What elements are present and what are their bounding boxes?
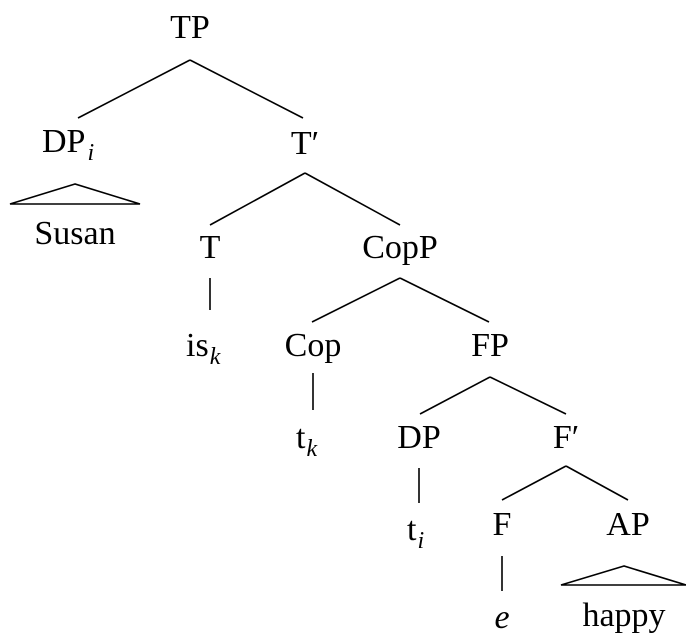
- node-ap: AP: [606, 506, 649, 543]
- edge-tp-dp: [77, 59, 191, 119]
- node-fp: FP: [471, 327, 509, 364]
- edge-fp-dp: [419, 376, 491, 415]
- node-f: F: [493, 506, 512, 543]
- edge-tbar-copp: [304, 172, 401, 226]
- tree-labels: TP DPi Susan T′ T isk CopP Cop tk FP DP …: [34, 9, 665, 635]
- node-happy: happy: [582, 597, 665, 634]
- triangle-susan: [9, 183, 141, 205]
- node-f-bar: F′: [553, 419, 579, 456]
- node-tp: TP: [170, 9, 210, 46]
- edge-fp-fbar: [489, 376, 567, 415]
- edge-tp-tbar: [189, 59, 304, 119]
- node-t: T: [200, 229, 221, 266]
- node-cop: Cop: [285, 327, 342, 364]
- edge-tbar-t: [209, 172, 306, 226]
- edge-fbar-f: [501, 465, 567, 501]
- tree-branches: [9, 59, 686, 591]
- node-dp: DP: [397, 419, 440, 456]
- node-t-i: ti: [407, 511, 424, 554]
- node-susan: Susan: [34, 215, 115, 252]
- triangle-happy: [560, 565, 686, 586]
- edge-fbar-ap: [565, 465, 629, 501]
- edge-copp-fp: [399, 277, 490, 323]
- edge-copp-cop: [311, 277, 401, 323]
- node-t-bar: T′: [291, 125, 319, 162]
- node-is-k: isk: [186, 327, 221, 370]
- node-t-k: tk: [296, 419, 317, 462]
- node-e: e: [494, 599, 509, 635]
- node-dp-i: DPi: [42, 123, 94, 166]
- node-copp: CopP: [362, 229, 438, 266]
